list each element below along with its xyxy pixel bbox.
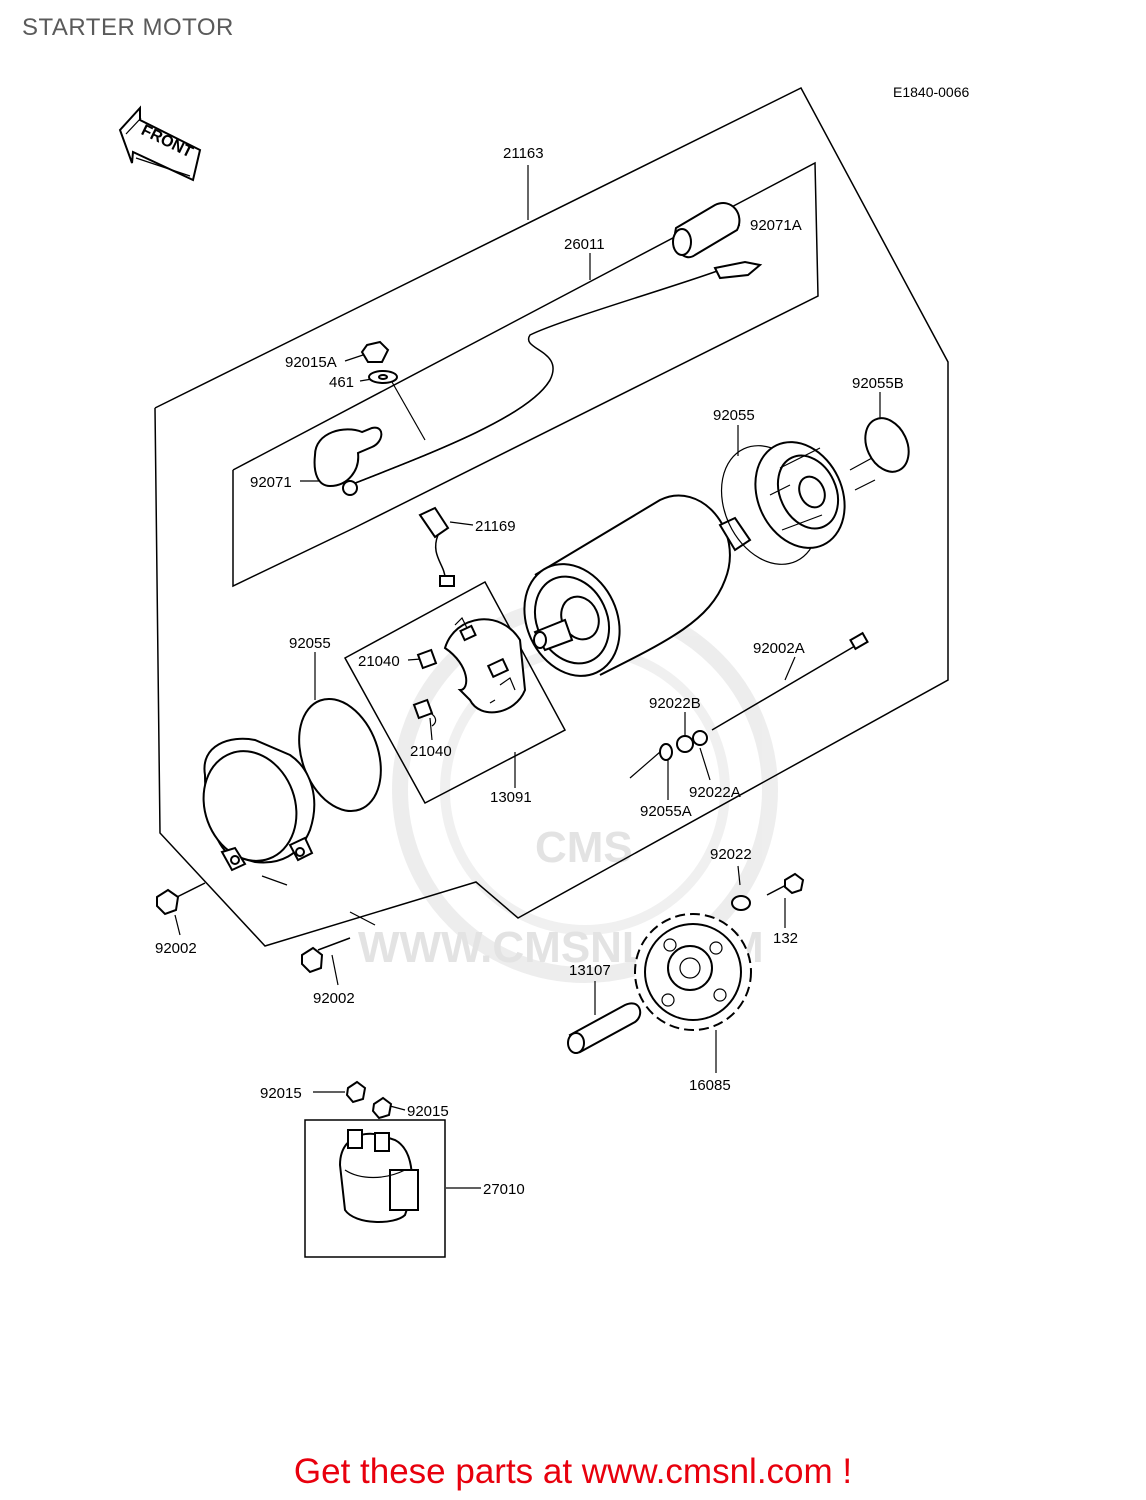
label-132: 132 (773, 930, 798, 947)
o-ring-leaders (849, 457, 876, 491)
solenoid-frame (304, 1119, 446, 1258)
terminal-cap-lower (313, 426, 383, 488)
label-461: 461 (329, 374, 354, 391)
label-21169: 21169 (475, 518, 516, 535)
label-92022B: 92022B (649, 695, 701, 712)
label-92015-b: 92015 (407, 1103, 449, 1120)
brush-21040-b (412, 698, 437, 727)
o-ring-92055B (864, 417, 910, 473)
label-92022: 92022 (710, 846, 752, 863)
label-92022A: 92022A (689, 784, 741, 801)
terminal-cap-upper (672, 202, 741, 258)
shaft-13107 (567, 1002, 642, 1054)
parts-diagram: CMS WWW.CMSNL.COM E1840-0066 FRONT (118, 84, 970, 1258)
front-cover (202, 737, 316, 872)
brush-holder-plate (443, 616, 527, 714)
bolt-92002-b (301, 937, 351, 974)
bolt-92002-a (156, 882, 206, 916)
nut-92015-b (371, 1096, 393, 1120)
bolt-132 (766, 872, 805, 896)
label-13091: 13091 (490, 789, 532, 806)
diagram-code: E1840-0066 (893, 84, 970, 100)
label-27010: 27010 (483, 1181, 525, 1198)
nut-92015A (360, 340, 390, 363)
label-92055A: 92055A (640, 803, 692, 820)
footer-link[interactable]: Get these parts at www.cmsnl.com ! (293, 1452, 853, 1491)
brush-21040-a (416, 648, 438, 670)
label-26011: 26011 (564, 236, 605, 253)
label-92055-top: 92055 (713, 407, 755, 424)
washer-92022 (731, 895, 751, 911)
label-21040-a: 21040 (358, 653, 400, 670)
label-92002-a: 92002 (155, 940, 197, 957)
brush-group-frame (343, 580, 567, 805)
washer-461 (368, 370, 398, 384)
gear-16085 (634, 913, 752, 1031)
watermark-logo: CMS (535, 823, 633, 872)
label-16085: 16085 (689, 1077, 731, 1094)
motor-yoke (523, 494, 752, 677)
washer-92022A (692, 730, 708, 746)
label-21163: 21163 (503, 145, 544, 162)
label-92071A: 92071A (750, 217, 802, 234)
label-13107: 13107 (569, 962, 611, 979)
starter-cable (342, 260, 763, 496)
label-92055-left: 92055 (289, 635, 331, 652)
washer-92055A (659, 743, 673, 761)
label-92055B: 92055B (852, 375, 904, 392)
label-92002-b: 92002 (313, 990, 355, 1007)
rear-cover (720, 441, 846, 565)
assembly-frame (154, 87, 949, 947)
front-arrow-icon: FRONT (118, 105, 202, 182)
solenoid-27010 (338, 1129, 419, 1223)
brush-lead-21169 (418, 506, 455, 587)
label-92015-a: 92015 (260, 1085, 302, 1102)
label-92015A: 92015A (285, 354, 337, 371)
nut-92015-a (345, 1080, 367, 1104)
page-title: STARTER MOTOR (22, 14, 234, 41)
label-92071: 92071 (250, 474, 292, 491)
washer-92022B (676, 735, 694, 753)
label-21040-b: 21040 (410, 743, 452, 760)
through-bolt-92002A (711, 631, 869, 731)
label-92002A: 92002A (753, 640, 805, 657)
